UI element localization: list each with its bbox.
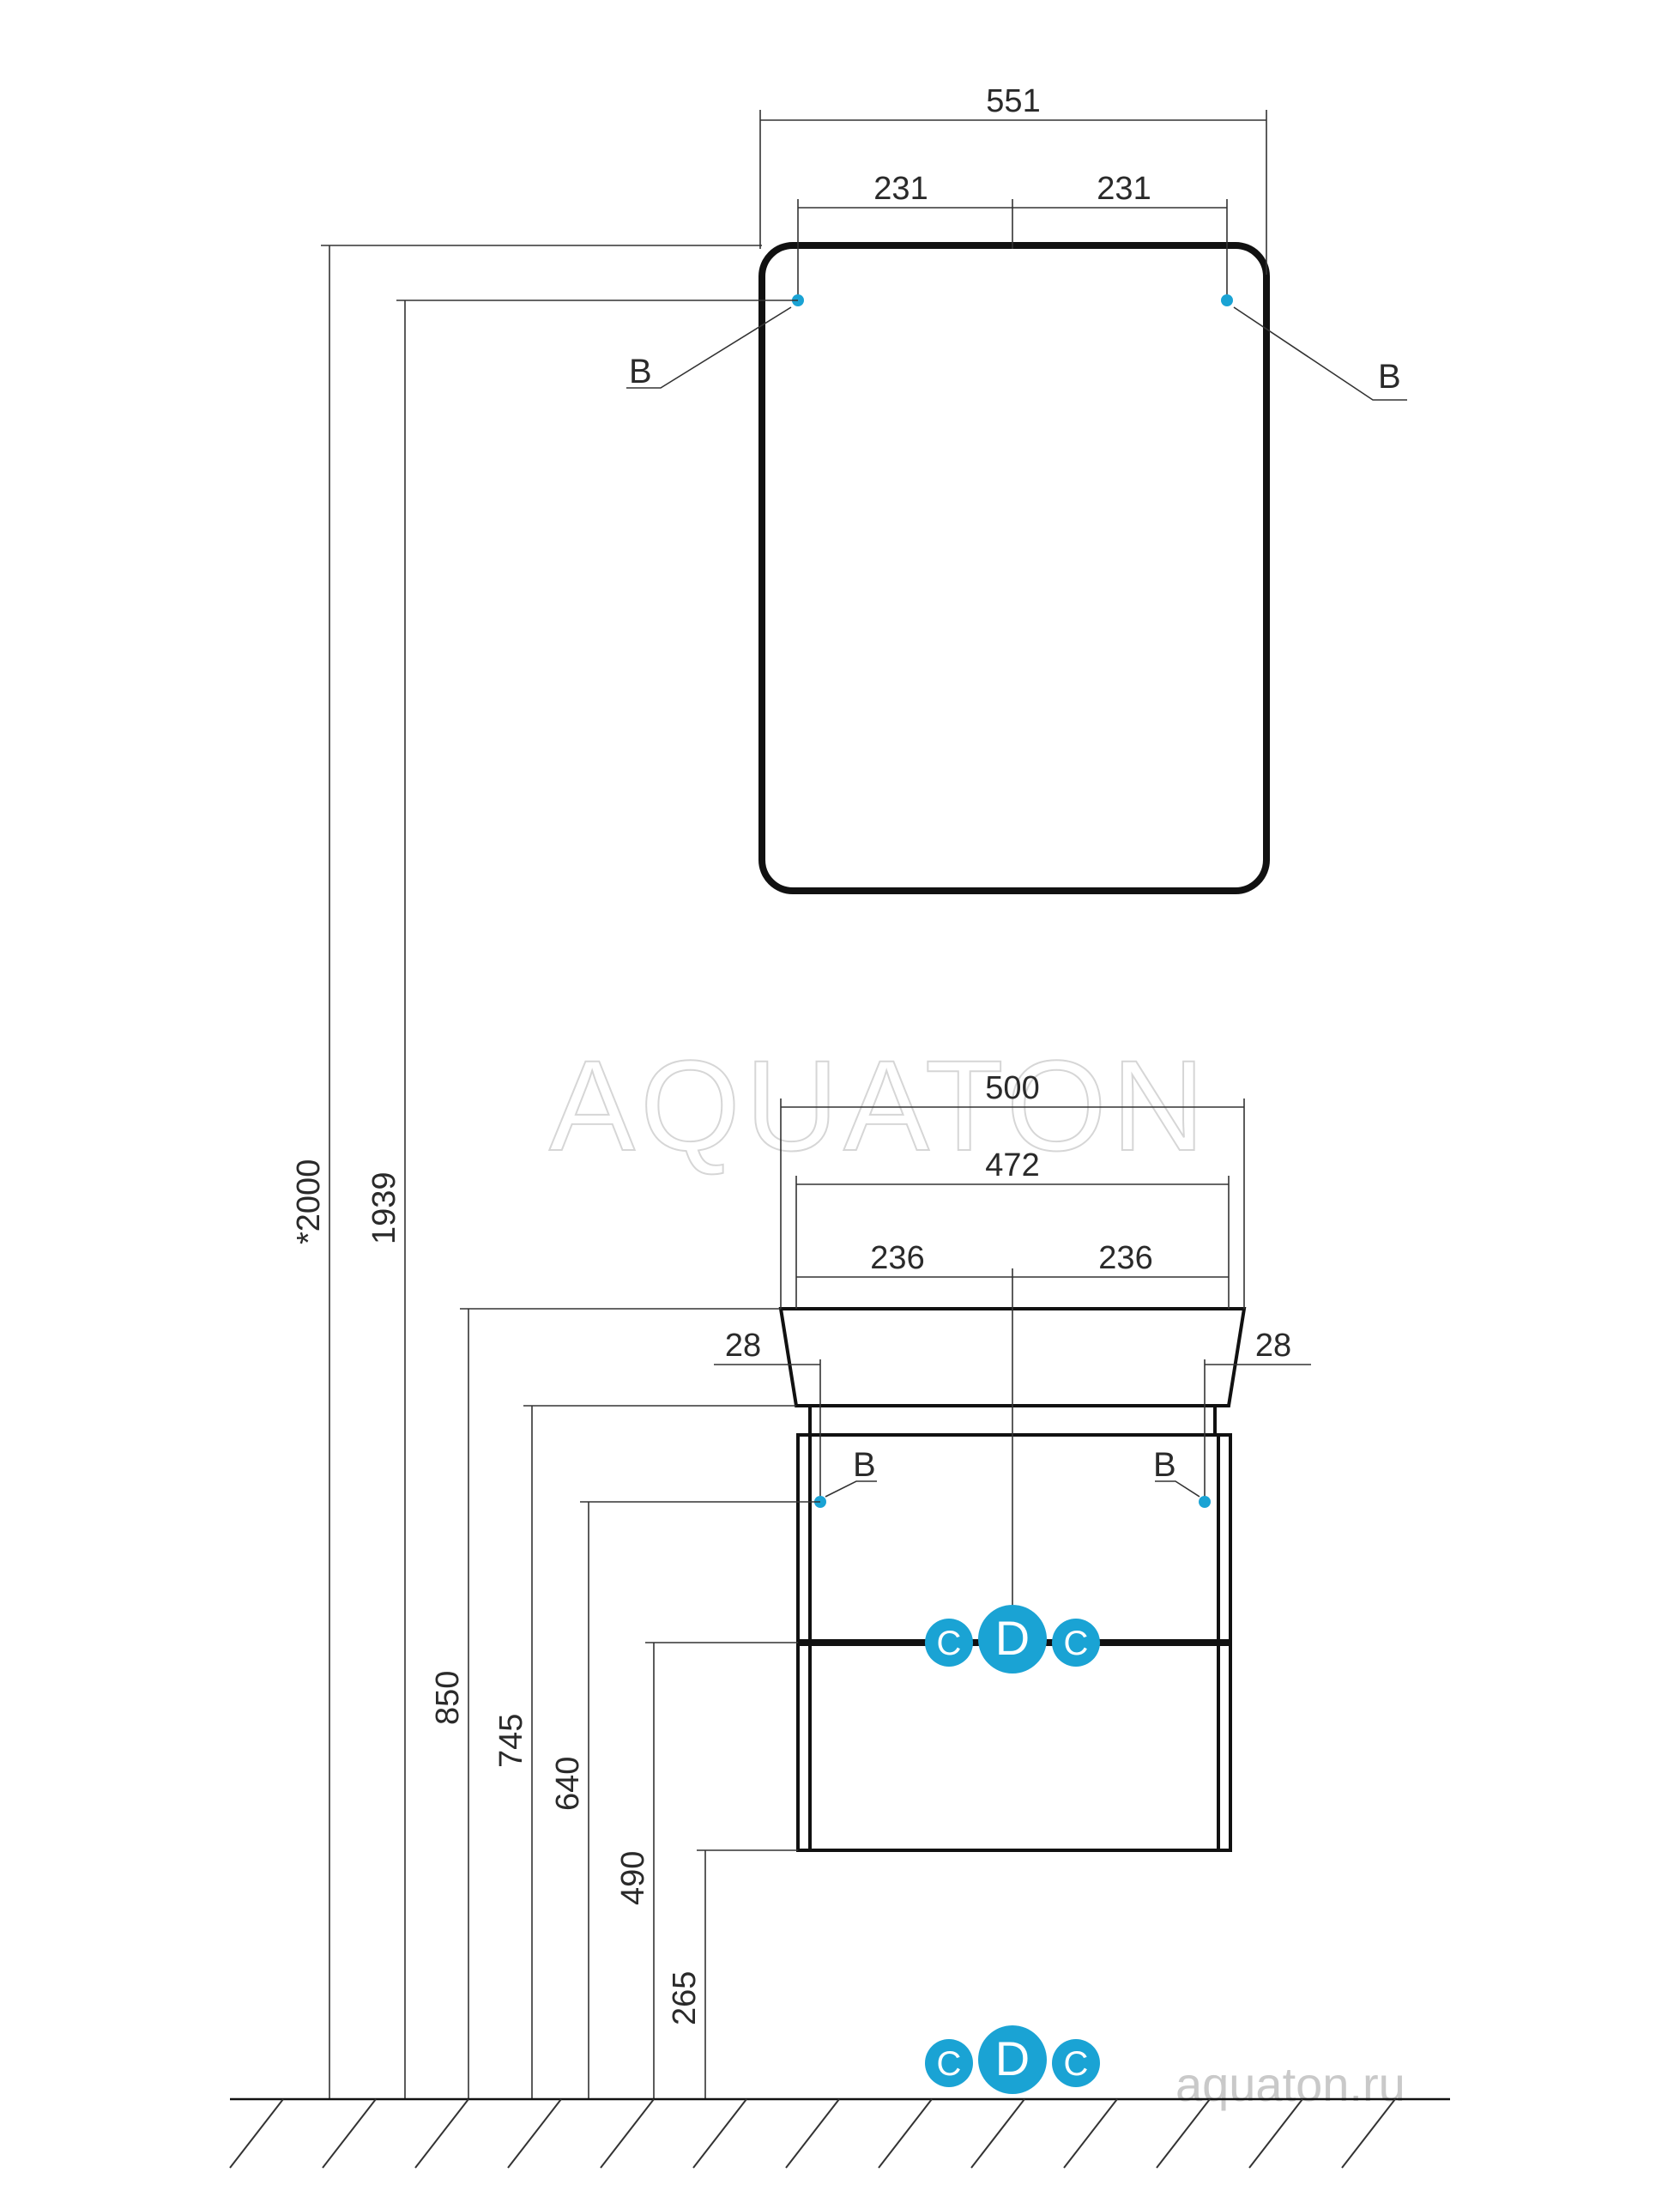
- floor-hatching: [229, 2098, 1396, 2169]
- height-mirror-mount-label: 1939: [366, 1171, 402, 1244]
- floor-hatch-line: [1248, 2098, 1303, 2169]
- cabinet-half-left-label: 236: [870, 1240, 924, 1276]
- cold-water-connection-upper: [925, 1619, 973, 1667]
- floor-hatch-line: [414, 2098, 469, 2169]
- mirror-half-right-label: 231: [1097, 171, 1151, 207]
- height-mount-points-label: 640: [550, 1757, 586, 1811]
- cabinet-width-outer-dimension: 500: [780, 1070, 1245, 1309]
- height-dimensions: *2000 1939 850 745 640 490 265: [291, 245, 820, 2099]
- floor-hatch-line: [322, 2098, 377, 2169]
- floor-hatch-line: [1341, 2098, 1396, 2169]
- mirror-width-dimension: 551: [759, 83, 1267, 275]
- floor-hatch-line: [507, 2098, 562, 2169]
- mirror-mount-right-label: B: [1378, 358, 1401, 396]
- mirror-width-label: 551: [986, 83, 1040, 119]
- svg-text:C: C: [1064, 1625, 1089, 1662]
- mirror-mount-spacing-dimension: 231 231: [797, 171, 1228, 300]
- svg-text:C: C: [937, 2045, 962, 2083]
- height-total-label: *2000: [291, 1159, 327, 1244]
- floor-line: [229, 2097, 1450, 2169]
- watermark-logo: AQUATON: [549, 1033, 1210, 1177]
- cabinet-half-right-label: 236: [1098, 1240, 1152, 1276]
- height-basin-top-label: 850: [430, 1671, 466, 1725]
- height-drawer-line-label: 490: [615, 1851, 651, 1905]
- cabinet-width-inner-label: 472: [985, 1147, 1039, 1183]
- mirror-half-left-label: 231: [873, 171, 928, 207]
- cabinet-connections: C D C: [925, 1605, 1100, 1673]
- cold-water-connection-floor: [925, 2039, 973, 2087]
- cabinet-half-dimension: 236 236: [796, 1240, 1229, 1624]
- svg-text:C: C: [937, 1625, 962, 1662]
- drain-connection-floor: [978, 2025, 1047, 2094]
- mirror-mount-points: B B: [626, 294, 1407, 401]
- mirror-mount-right-dot: [1221, 294, 1233, 306]
- cabinet-offset-left-label: 28: [725, 1328, 761, 1364]
- floor-hatch-line: [600, 2098, 655, 2169]
- floor-hatch-line: [229, 2098, 284, 2169]
- cabinet-mount-left-label: B: [853, 1446, 876, 1484]
- svg-text:C: C: [1064, 2045, 1089, 2083]
- hot-water-connection-upper: [1052, 1619, 1100, 1667]
- cabinet-mount-right-label: B: [1153, 1446, 1176, 1484]
- mirror: [758, 242, 1270, 894]
- floor-hatch-line: [878, 2098, 933, 2169]
- cabinet-mount-right-dot: [1199, 1496, 1211, 1508]
- floor-hatch-line: [785, 2098, 840, 2169]
- cabinet-offset-dimensions: 28 28: [714, 1328, 1311, 1498]
- height-cabinet-top-label: 745: [493, 1714, 529, 1768]
- floor-hatch-line: [970, 2098, 1025, 2169]
- site-watermark: aquaton.ru: [1175, 2057, 1405, 2111]
- floor-hatch-line: [1063, 2098, 1118, 2169]
- mirror-mount-left-label: B: [629, 353, 652, 390]
- drain-connection-upper: [978, 1605, 1047, 1673]
- floor-connections: C D C: [925, 2025, 1100, 2094]
- cabinet-width-inner-dimension: 472: [795, 1147, 1230, 1309]
- floor-hatch-line: [1156, 2098, 1211, 2169]
- cabinet-offset-right-label: 28: [1255, 1328, 1291, 1364]
- cabinet-mount-points: B B: [814, 1446, 1211, 1508]
- mirror-frame: [758, 242, 1270, 894]
- hot-water-connection-floor: [1052, 2039, 1100, 2087]
- svg-text:D: D: [995, 1611, 1030, 1665]
- svg-text:D: D: [995, 2031, 1030, 2085]
- height-cabinet-bottom-label: 265: [667, 1971, 703, 2025]
- cabinet-width-outer-label: 500: [985, 1070, 1039, 1106]
- basin: [778, 1307, 1247, 1407]
- floor-hatch-line: [692, 2098, 747, 2169]
